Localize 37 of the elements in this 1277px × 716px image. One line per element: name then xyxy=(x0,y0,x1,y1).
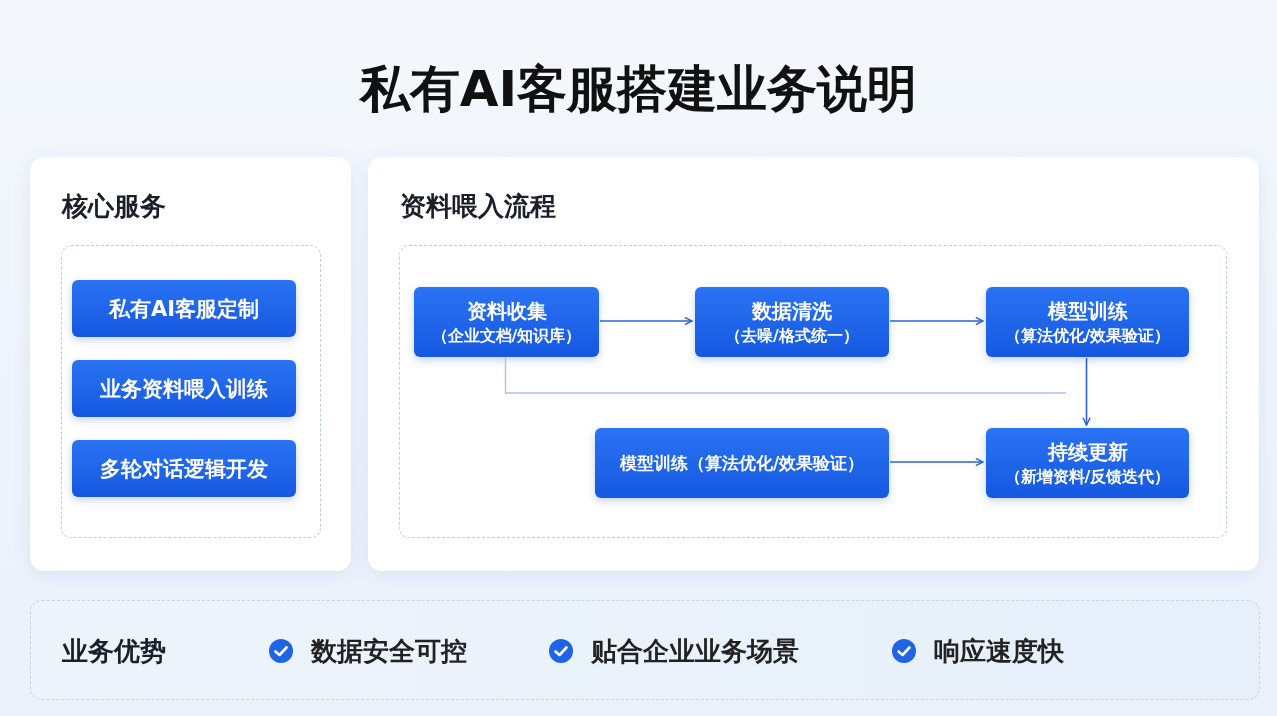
advantage-text: 响应速度快 xyxy=(934,635,1064,668)
box-subtitle: （企业文档/知识库） xyxy=(431,325,582,347)
process-box xyxy=(986,428,1189,498)
box-subtitle: （去噪/格式统一） xyxy=(725,325,859,347)
panel-heading: 资料喂入流程 xyxy=(400,190,556,223)
advantage-text: 数据安全可控 xyxy=(311,635,467,668)
box-title: 持续更新 xyxy=(1047,439,1128,466)
box-subtitle: （新增资料/反馈迭代） xyxy=(1004,466,1171,488)
arrow xyxy=(599,316,693,326)
arrow xyxy=(889,457,984,467)
arrow xyxy=(889,316,984,326)
process-box xyxy=(986,287,1189,357)
advantage-text: 贴合企业业务场景 xyxy=(591,635,799,668)
dashed-frame xyxy=(61,245,321,538)
process-box xyxy=(595,428,889,498)
connector-line xyxy=(504,356,1067,394)
box-title: 数据清洗 xyxy=(752,298,832,325)
service-box xyxy=(72,280,296,337)
title: 私有AI客服搭建业务说明 xyxy=(358,59,919,120)
service-box xyxy=(72,360,296,417)
service-box xyxy=(72,440,296,497)
dashed-frame xyxy=(399,245,1227,538)
box-title: 业务资料喂入训练 xyxy=(100,375,268,403)
box-title: 模型训练（算法优化/效果验证） xyxy=(619,452,865,475)
panel-card xyxy=(368,157,1259,571)
box-subtitle: （算法优化/效果验证） xyxy=(1004,325,1171,347)
box-title: 资料收集 xyxy=(466,298,547,325)
process-box xyxy=(414,287,599,357)
box-title: 多轮对话逻辑开发 xyxy=(100,455,268,483)
arrow xyxy=(1082,357,1091,426)
process-box xyxy=(695,287,889,357)
box-title: 模型训练 xyxy=(1047,298,1128,325)
panel-heading: 核心服务 xyxy=(62,190,166,223)
band-heading: 业务优势 xyxy=(62,635,166,668)
panel-card xyxy=(30,157,351,571)
advantage-band xyxy=(30,600,1260,700)
box-title: 私有AI客服定制 xyxy=(108,295,260,323)
